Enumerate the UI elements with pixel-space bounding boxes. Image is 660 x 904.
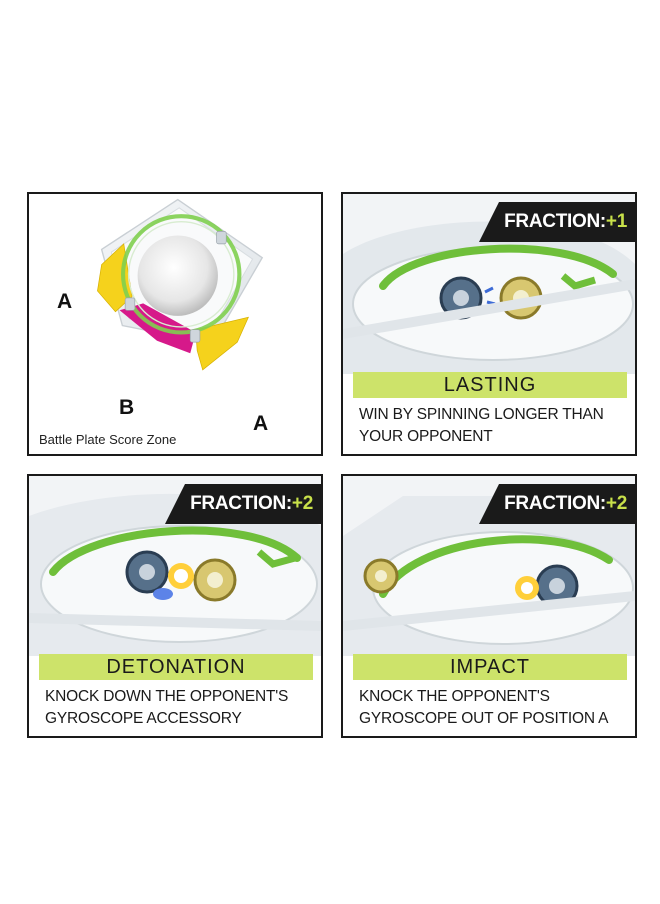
fraction-badge: FRACTION:+2 bbox=[165, 484, 321, 524]
description-line: KNOCK THE OPPONENT'S bbox=[359, 688, 550, 705]
panel-description: KNOCK DOWN THE OPPONENT'S GYROSCOPE ACCE… bbox=[45, 686, 313, 730]
description-line: KNOCK DOWN THE OPPONENT'S bbox=[45, 688, 289, 705]
description-line: WIN BY SPINNING LONGER THAN bbox=[359, 406, 604, 423]
fraction-label: FRACTION: bbox=[504, 211, 606, 232]
panel-description: KNOCK THE OPPONENT'S GYROSCOPE OUT OF PO… bbox=[359, 686, 627, 730]
battle-plate-illustration bbox=[97, 198, 264, 371]
title-band: IMPACT bbox=[353, 654, 627, 680]
lasting-panel: FRACTION:+1 LASTING WIN BY SPINNING LONG… bbox=[341, 192, 637, 456]
description-line: GYROSCOPE ACCESSORY bbox=[45, 710, 242, 727]
title-band: DETONATION bbox=[39, 654, 313, 680]
fraction-label: FRACTION: bbox=[504, 493, 606, 514]
fraction-value: +2 bbox=[291, 493, 313, 514]
description-line: GYROSCOPE OUT OF POSITION A bbox=[359, 710, 609, 727]
fraction-label: FRACTION: bbox=[190, 493, 292, 514]
zone-a-left-label: A bbox=[57, 290, 73, 313]
title-band: LASTING bbox=[353, 372, 627, 398]
panel-title: LASTING bbox=[443, 373, 537, 396]
description-line: YOUR OPPONENT bbox=[359, 428, 493, 445]
score-zone-panel: A B A Battle Plate Score Zone bbox=[27, 192, 323, 456]
score-zone-caption: Battle Plate Score Zone bbox=[39, 432, 177, 447]
fraction-value: +2 bbox=[605, 493, 627, 514]
fraction-badge: FRACTION:+2 bbox=[479, 484, 635, 524]
panel-description: WIN BY SPINNING LONGER THAN YOUR OPPONEN… bbox=[359, 404, 627, 448]
fraction-value: +1 bbox=[605, 211, 627, 232]
zone-a-right-label: A bbox=[253, 412, 269, 435]
zone-b-label: B bbox=[119, 396, 135, 419]
panel-title: DETONATION bbox=[106, 655, 246, 678]
impact-panel: FRACTION:+2 IMPACT KNOCK THE OPPONENT'S … bbox=[341, 474, 637, 738]
panel-title: IMPACT bbox=[449, 655, 531, 678]
fraction-badge: FRACTION:+1 bbox=[479, 202, 635, 242]
impact-illustration bbox=[343, 476, 635, 656]
detonation-panel: FRACTION:+2 DETONATION KNOCK DOWN THE OP… bbox=[27, 474, 323, 738]
